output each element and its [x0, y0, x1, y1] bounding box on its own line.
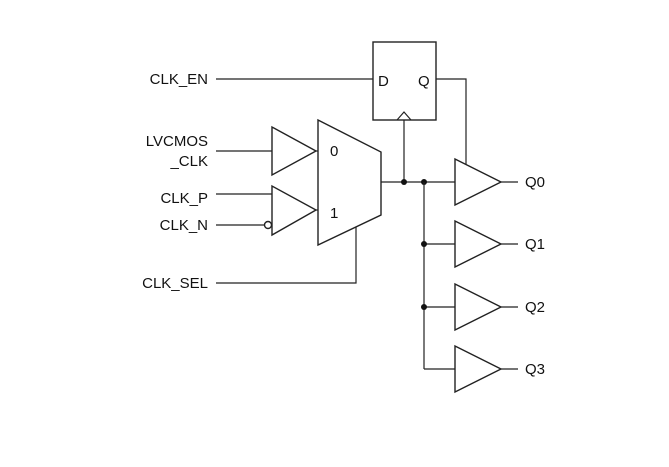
label-clk-sel: CLK_SEL	[142, 275, 208, 292]
mux-input-0-label: 0	[330, 143, 338, 160]
flipflop-clock-triangle	[396, 111, 412, 121]
label-q2: Q2	[525, 299, 545, 316]
junction-dot-q2	[421, 304, 427, 310]
output-buffer-q3	[454, 344, 503, 394]
junction-dot-ff-clock	[401, 179, 407, 185]
output-buffer-q2	[454, 282, 503, 332]
wire-ff-q	[436, 78, 467, 168]
label-lvcmos-line1: LVCMOS	[146, 133, 208, 150]
buffer-differential	[271, 184, 318, 237]
label-clk-n: CLK_N	[160, 217, 208, 234]
label-q0: Q0	[525, 174, 545, 191]
multiplexer	[317, 118, 382, 247]
d-flipflop	[372, 41, 437, 121]
junction-dot-q1	[421, 241, 427, 247]
wire-clk-sel	[216, 227, 357, 284]
output-buffer-q0	[454, 157, 503, 207]
flipflop-d-pin-label: D	[378, 73, 389, 90]
label-clk-en: CLK_EN	[150, 71, 208, 88]
label-clk-p: CLK_P	[160, 190, 208, 207]
label-q3: Q3	[525, 361, 545, 378]
mux-input-1-label: 1	[330, 205, 338, 222]
label-lvcmos-line2: _CLK	[169, 153, 208, 170]
inversion-bubble	[263, 220, 273, 230]
flipflop-q-pin-label: Q	[418, 73, 430, 90]
output-buffer-q1	[454, 219, 503, 269]
label-q1: Q1	[525, 236, 545, 253]
buffer-lvcmos	[271, 125, 318, 177]
